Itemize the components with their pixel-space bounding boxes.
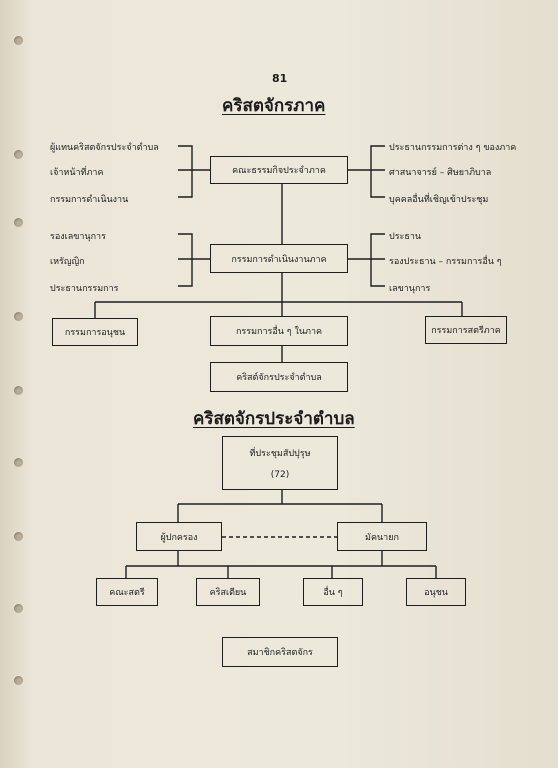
group-box: อื่น ๆ xyxy=(303,578,363,606)
right-upper-item: ศาสนาจารย์ – ศิษยาภิบาล xyxy=(389,168,492,178)
group-box: คณะสตรี xyxy=(96,578,158,606)
section-title-parish-church: คริสตจักรประจำตำบล xyxy=(193,409,355,429)
punch-hole xyxy=(14,218,23,227)
right-upper-item: ประธานกรรมการต่าง ๆ ของภาค xyxy=(389,143,517,153)
assembly-number: (72) xyxy=(270,470,290,480)
left-lower-item: ประธานกรรมการ xyxy=(50,284,119,294)
left-lower-item: รองเลขานุการ xyxy=(50,232,106,242)
left-upper-item: กรรมการดำเนินงาน xyxy=(50,195,129,205)
right-lower-item: ประธาน xyxy=(389,232,422,242)
punch-hole xyxy=(14,458,23,467)
parish-church-box: คริสต์จักรประจำตำบล xyxy=(210,362,348,392)
group-box: คริสเตียน xyxy=(196,578,260,606)
left-upper-item: เจ้าหน้าที่ภาค xyxy=(50,168,104,178)
right-lower-item: เลขานุการ xyxy=(389,284,431,294)
section-title-regional-church: คริสตจักรภาค xyxy=(222,96,326,116)
punch-hole xyxy=(14,386,23,395)
punch-hole xyxy=(14,312,23,321)
left-lower-item: เหรัญญิก xyxy=(50,257,85,267)
right-lower-item: รองประธาน – กรรมการอื่น ๆ xyxy=(389,257,502,267)
deacons-box: มัคนายก xyxy=(337,522,427,551)
right-upper-item: บุคคลอื่นที่เชิญเข้าประชุม xyxy=(389,195,489,205)
punch-hole xyxy=(14,604,23,613)
women-committee-box: กรรมการสตรีภาค xyxy=(425,316,507,344)
left-upper-item: ผู้แทนคริสตจักรประจำตำบล xyxy=(50,143,159,153)
executive-committee-box: กรรมการดำเนินงานภาค xyxy=(210,244,348,273)
punch-hole xyxy=(14,36,23,45)
punch-hole xyxy=(14,150,23,159)
other-committees-box: กรรมการอื่น ๆ ในภาค xyxy=(210,316,348,346)
punch-hole xyxy=(14,676,23,685)
congregation-assembly-box: ที่ประชุมสัปปุรุษ (72) xyxy=(222,436,338,490)
assembly-label: ที่ประชุมสัปปุรุษ xyxy=(249,449,311,459)
elders-box: ผู้ปกครอง xyxy=(136,522,222,551)
regional-council-box: คณะธรรมกิจประจำภาค xyxy=(210,156,348,184)
church-members-box: สมาชิกคริสตจักร xyxy=(222,637,338,667)
page-number: 81 xyxy=(272,72,288,85)
punch-hole xyxy=(14,532,23,541)
group-box: อนุชน xyxy=(406,578,466,606)
youth-committee-box: กรรมการอนุชน xyxy=(52,318,138,346)
